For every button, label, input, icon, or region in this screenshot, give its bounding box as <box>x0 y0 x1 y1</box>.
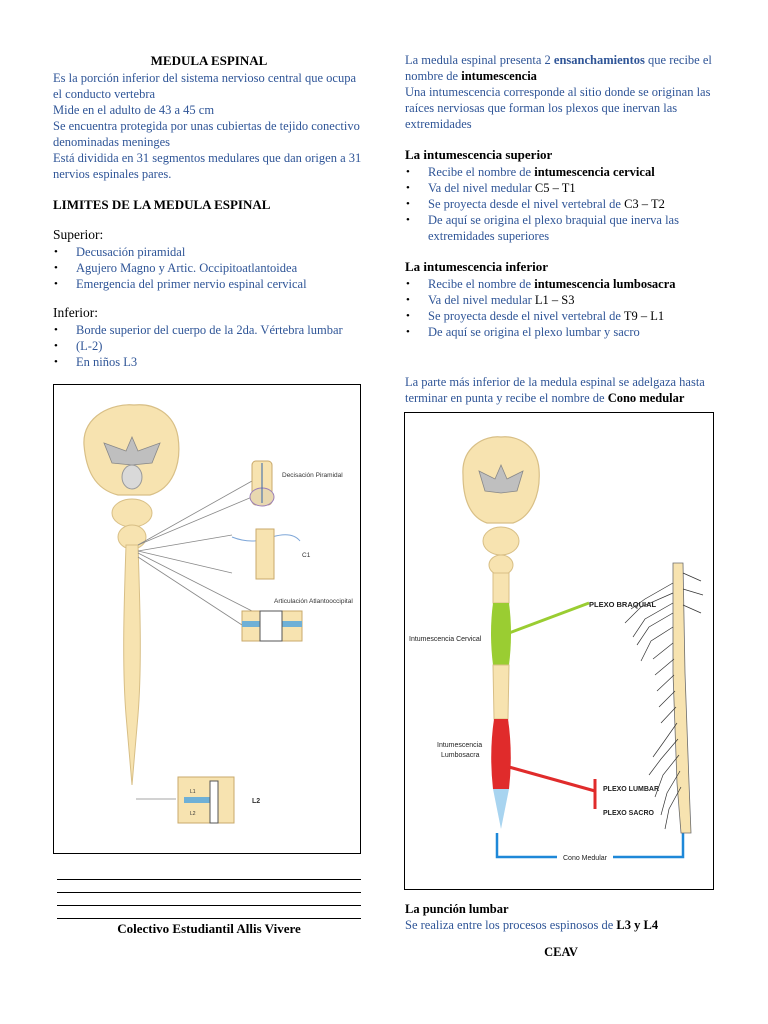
intro-line: Está dividida en 31 segmentos medulares … <box>53 151 362 181</box>
list-item: Se proyecta desde el nivel vertebral de … <box>405 308 717 324</box>
list-item: Va del nivel medular C5 – T1 <box>405 180 717 196</box>
intro-text: Es la porción inferior del sistema nervi… <box>53 70 365 182</box>
inferior-heading: La intumescencia inferior <box>405 259 548 274</box>
list-item: Se proyecta desde el nivel vertebral de … <box>405 196 717 212</box>
label-cono-medular: Cono Medular <box>563 855 608 862</box>
label-c1: C1 <box>302 552 311 559</box>
superior-list: Decusación piramidal Agujero Magno y Art… <box>53 244 365 292</box>
divider <box>57 905 361 906</box>
superior-intumescence-list: Recibe el nombre de intumescencia cervic… <box>405 164 717 244</box>
text-black: L1 – S3 <box>534 293 575 307</box>
intumescence-figure: PLEXO BRAQUIAL Intumescencia Cervical In… <box>404 412 714 890</box>
list-item: En niños L3 <box>53 354 365 370</box>
list-item: De aquí se origina el plexo lumbar y sac… <box>405 324 717 340</box>
inferior-list: Borde superior del cuerpo de la 2da. Vér… <box>53 322 365 370</box>
text-span: De aquí se origina el plexo braquial que… <box>428 213 679 243</box>
footer-credit: Colectivo Estudiantil Allis Vivere <box>117 921 301 936</box>
text-span: De aquí se origina el plexo lumbar y sac… <box>428 325 640 339</box>
right-column: La medula espinal presenta 2 ensanchamie… <box>405 52 717 406</box>
footer-lines: Colectivo Estudiantil Allis Vivere <box>53 879 365 938</box>
text-black: C3 – T2 <box>624 197 665 211</box>
intro-line: Mide en el adulto de 43 a 45 cm <box>53 103 215 117</box>
divider <box>57 892 361 893</box>
label-l1: L1 <box>190 789 196 795</box>
text-span: Se proyecta desde el nivel vertebral de <box>428 197 625 211</box>
label-text: Articulación Atlantooccipital <box>274 598 353 605</box>
list-item: Emergencia del primer nervio espinal cer… <box>53 276 365 292</box>
left-column: MEDULA ESPINAL Es la porción inferior de… <box>53 52 365 370</box>
label-articulacion: Articulación Atlantooccipital <box>274 598 353 605</box>
limits-heading: LIMITES DE LA MEDULA ESPINAL <box>53 197 271 212</box>
inferior-label: Inferior: <box>53 305 98 320</box>
list-item: Va del nivel medular L1 – S3 <box>405 292 717 308</box>
intumescence-illustration: PLEXO BRAQUIAL Intumescencia Cervical In… <box>409 436 704 863</box>
list-item: Decusación piramidal <box>53 244 365 260</box>
label-text: Decisación Piramidal <box>282 472 343 479</box>
text-bold: intumescencia cervical <box>534 165 655 179</box>
text-bold: L3 y L4 <box>616 918 659 932</box>
author-signature: CEAV <box>544 945 578 959</box>
label-l2: L2 <box>252 798 260 805</box>
intro-line: Es la porción inferior del sistema nervi… <box>53 71 357 101</box>
label-int-lumbosacra-2: Lumbosacra <box>441 752 480 759</box>
label-plexo-sacro: PLEXO SACRO <box>603 810 655 817</box>
intro-line: Se encuentra protegida por unas cubierta… <box>53 119 360 149</box>
text-black: T9 – L1 <box>623 309 665 323</box>
lumbar-puncture-section: La punción lumbar Se realiza entre los p… <box>405 902 717 960</box>
list-item: (L-2) <box>53 338 365 354</box>
label-int-cervical: Intumescencia Cervical <box>409 636 482 643</box>
label-plexo-lumbar: PLEXO LUMBAR <box>603 786 659 793</box>
divider <box>57 879 361 880</box>
divider <box>57 918 361 919</box>
intumescencia-definition: Una intumescencia corresponde al sitio d… <box>405 85 711 131</box>
spinal-cord-limits-figure: Decisación Piramidal C1 Articulación Atl… <box>53 384 361 854</box>
cono-medular-text: La parte más inferior de la medula espin… <box>405 374 717 406</box>
list-item: De aquí se origina el plexo braquial que… <box>405 212 717 244</box>
page-title: MEDULA ESPINAL <box>150 53 268 68</box>
superior-heading: La intumescencia superior <box>405 147 553 162</box>
text-span: Se realiza entre los procesos espinosos … <box>405 918 617 932</box>
superior-label: Superior: <box>53 227 104 242</box>
text-span: Se proyecta desde el nivel vertebral de <box>428 309 624 323</box>
list-item: Agujero Magno y Artic. Occipitoatlantoid… <box>53 260 365 276</box>
text-bold: intumescencia lumbosacra <box>534 277 676 291</box>
text-bold: intumescencia <box>461 69 537 83</box>
inferior-intumescence-list: Recibe el nombre de intumescencia lumbos… <box>405 276 717 340</box>
text-bold: Cono medular <box>607 391 685 405</box>
text-span: Va del nivel medular <box>428 293 535 307</box>
text-span: La medula espinal presenta 2 <box>405 53 554 67</box>
text-black: C5 – T1 <box>534 181 576 195</box>
cervical-enlargement <box>491 603 511 665</box>
list-item: Borde superior del cuerpo de la 2da. Vér… <box>53 322 365 338</box>
label-l2-small: L2 <box>190 811 196 817</box>
list-item: Recibe el nombre de intumescencia cervic… <box>405 164 717 180</box>
label-plexo-braquial: PLEXO BRAQUIAL <box>589 600 657 609</box>
text-span: Va del nivel medular <box>428 181 535 195</box>
puncion-text: Se realiza entre los procesos espinosos … <box>405 917 717 933</box>
list-item: Recibe el nombre de intumescencia lumbos… <box>405 276 717 292</box>
puncion-heading: La punción lumbar <box>405 902 509 916</box>
text-span: Recibe el nombre de <box>428 165 535 179</box>
limits-illustration: Decisación Piramidal C1 Articulación Atl… <box>83 404 353 824</box>
text-span: que recibe el nombre de <box>405 53 712 83</box>
label-decusacion: Decisación Piramidal <box>282 472 343 479</box>
text-bold: ensanchamientos <box>553 53 645 67</box>
text-span: Recibe el nombre de <box>428 277 535 291</box>
label-int-lumbosacra-1: Intumescencia <box>437 742 482 749</box>
intumescencia-intro: La medula espinal presenta 2 ensanchamie… <box>405 52 717 84</box>
text-span: La parte más inferior de la medula espin… <box>405 375 705 405</box>
lumbosacral-enlargement <box>491 719 511 789</box>
